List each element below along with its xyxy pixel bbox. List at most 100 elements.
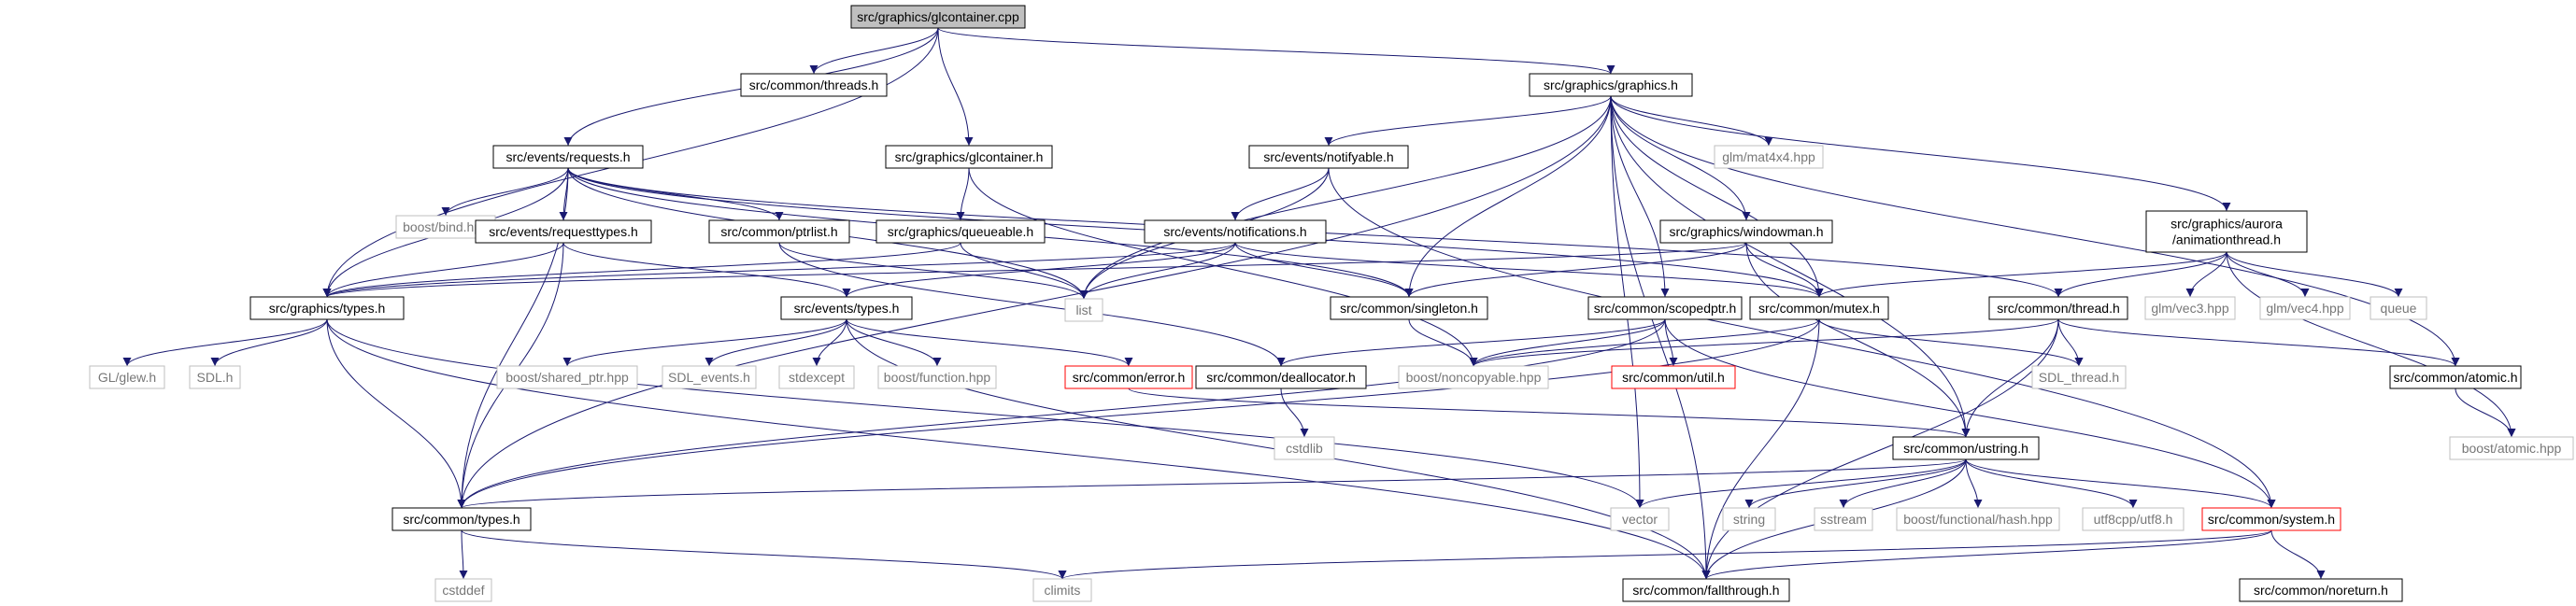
node-src-events-requests-h[interactable]: src/events/requests.h <box>492 145 644 169</box>
node-label: src/common/fallthrough.h <box>1632 583 1779 598</box>
node-layer: src/graphics/glcontainer.cpp src/common/t… <box>89 5 2574 602</box>
edge-n18-to-n39 <box>457 318 1666 509</box>
node-boost-functional-hash-hpp: boost/functional/hash.hpp <box>1896 507 2060 531</box>
node-src-events-notifications-h[interactable]: src/events/notifications.h <box>1144 219 1327 244</box>
node-box <box>875 219 1046 244</box>
node-label: src/common/util.h <box>1622 370 1725 385</box>
node-box <box>1814 507 1873 531</box>
node-box <box>2449 436 2574 460</box>
node-string: string <box>1722 507 1776 531</box>
node-box <box>1330 296 1488 320</box>
edge-n2-to-n19 <box>1610 95 1824 298</box>
node-src-graphics-graphics-h[interactable]: src/graphics/graphics.h <box>1529 73 1693 97</box>
edge-n2-to-n17 <box>1404 95 1612 298</box>
node-box <box>1722 507 1776 531</box>
node-box <box>740 73 888 97</box>
edge-n14-to-n25 <box>210 318 328 367</box>
node-src-common-fallthrough-h[interactable]: src/common/fallthrough.h <box>1622 578 1790 602</box>
node-src-events-notifyable-h[interactable]: src/events/notifyable.h <box>1248 145 1409 169</box>
node-box <box>877 365 997 389</box>
node-label: glm/vec4.hpp <box>2266 301 2343 316</box>
edge-n13-to-n19 <box>1815 251 2227 298</box>
edge-n10-to-n16 <box>960 242 1089 300</box>
edge-n38-to-n41 <box>1744 458 1967 509</box>
node-box <box>1611 365 1736 389</box>
node-src-events-types-h[interactable]: src/events/types.h <box>780 296 913 320</box>
node-list: list <box>1064 298 1103 322</box>
edge-n18-to-n31 <box>1276 318 1666 367</box>
node-boost-shared-ptr-hpp: boost/shared_ptr.hpp <box>496 365 638 389</box>
node-label: src/common/deallocator.h <box>1206 370 1356 385</box>
node-src-common-deallocator-h[interactable]: src/common/deallocator.h <box>1195 365 1367 389</box>
node-box <box>2201 507 2341 531</box>
node-queue: queue <box>2370 296 2427 320</box>
node-glm-vec3-hpp: glm/vec3.hpp <box>2144 296 2236 320</box>
node-src-graphics-windowman-h[interactable]: src/graphics/windowman.h <box>1659 219 1833 244</box>
node-src-common-system-h[interactable]: src/common/system.h <box>2201 507 2341 531</box>
edge-n12-to-n17 <box>1404 242 1747 298</box>
node-src-graphics-glcontainer-h[interactable]: src/graphics/glcontainer.h <box>885 145 1053 169</box>
node-label: cstdlib <box>1286 441 1323 456</box>
node-label: utf8cpp/utf8.h <box>2094 512 2173 527</box>
node-box <box>1398 365 1549 389</box>
node-label: string <box>1733 512 1765 527</box>
node-label: sstream <box>1820 512 1867 527</box>
edge-n20-to-n34 <box>2057 318 2084 367</box>
node-src-common-mutex-h[interactable]: src/common/mutex.h <box>1749 296 1889 320</box>
node-label: src/graphics/glcontainer.h <box>895 149 1044 164</box>
edge-n17-to-n32 <box>1408 318 1478 367</box>
node-src-common-atomic-h[interactable]: src/common/atomic.h <box>2389 365 2522 389</box>
node-src-graphics-queueable-h[interactable]: src/graphics/queueable.h <box>875 219 1046 244</box>
node-vector: vector <box>1610 507 1670 531</box>
edge-n19-to-n39 <box>457 318 1820 509</box>
node-label: src/common/system.h <box>2208 512 2335 527</box>
edge-n20-to-n38 <box>1961 318 2059 438</box>
edge-n12-to-n19 <box>1745 242 1824 298</box>
node-label: GL/glew.h <box>98 370 156 385</box>
node-src-common-error-h[interactable]: src/common/error.h <box>1064 365 1193 389</box>
node-src-common-util-h[interactable]: src/common/util.h <box>1611 365 1736 389</box>
node-box <box>1248 145 1409 169</box>
node-box <box>1988 296 2128 320</box>
node-src-graphics-glcontainer-cpp[interactable]: src/graphics/glcontainer.cpp <box>850 5 1026 29</box>
edge-n11-to-n16 <box>1079 242 1236 300</box>
node-label: src/common/noreturn.h <box>2254 583 2388 598</box>
node-sstream: sstream <box>1814 507 1873 531</box>
node-src-common-ustring-h[interactable]: src/common/ustring.h <box>1892 436 2040 460</box>
edge-n38-to-n40 <box>1635 458 1967 509</box>
node-src-common-noreturn-h[interactable]: src/common/noreturn.h <box>2239 578 2403 602</box>
node-label: list <box>1075 303 1091 317</box>
node-src-common-scopedptr-h[interactable]: src/common/scopedptr.h <box>1587 296 1743 320</box>
edge-n15-to-n29 <box>846 318 942 367</box>
edge-n2-to-n39 <box>457 95 1612 509</box>
edge-n0-to-n1 <box>809 27 939 75</box>
edge-n12-to-n14 <box>323 242 1747 298</box>
node-box <box>496 365 638 389</box>
node-src-common-types-h[interactable]: src/common/types.h <box>391 507 532 531</box>
node-src-common-thread-h[interactable]: src/common/thread.h <box>1988 296 2128 320</box>
edge-n2-to-n12 <box>1610 95 1751 221</box>
edge-n38-to-n44 <box>1965 458 2138 509</box>
edge-n5-to-n45 <box>1328 167 2276 509</box>
edge-n14-to-n40 <box>326 318 1644 509</box>
edge-n38-to-n45 <box>1965 458 2276 509</box>
edge-n13-to-n21 <box>2185 251 2227 298</box>
node-box <box>89 365 165 389</box>
node-label: glm/mat4x4.hpp <box>1722 149 1815 164</box>
node-src-common-ptrlist-h[interactable]: src/common/ptrlist.h <box>708 219 850 244</box>
node-src-events-requesttypes-h[interactable]: src/events/requesttypes.h <box>475 219 652 244</box>
node-label: src/events/notifyable.h <box>1263 149 1393 164</box>
node-src-common-threads-h[interactable]: src/common/threads.h <box>740 73 888 97</box>
edge-n2-to-n5 <box>1324 95 1612 147</box>
node-gl-glew-h: GL/glew.h <box>89 365 165 389</box>
node-src-common-singleton-h[interactable]: src/common/singleton.h <box>1330 296 1488 320</box>
edge-n11-to-n17 <box>1234 242 1414 298</box>
node-utf8cpp-utf8-h: utf8cpp/utf8.h <box>2082 507 2185 531</box>
node-label: src/common/ptrlist.h <box>720 224 837 239</box>
edge-n45-to-n49 <box>2270 529 2326 580</box>
node-label: src/graphics/glcontainer.cpp <box>857 9 1019 24</box>
node-src-graphics-aurora-animationthread-h[interactable]: src/graphics/aurora/animationthread.h <box>2145 210 2308 253</box>
node-stdexcept: stdexcept <box>778 365 855 389</box>
node-boost-function-hpp: boost/function.hpp <box>877 365 997 389</box>
node-src-graphics-types-h[interactable]: src/graphics/types.h <box>249 296 405 320</box>
